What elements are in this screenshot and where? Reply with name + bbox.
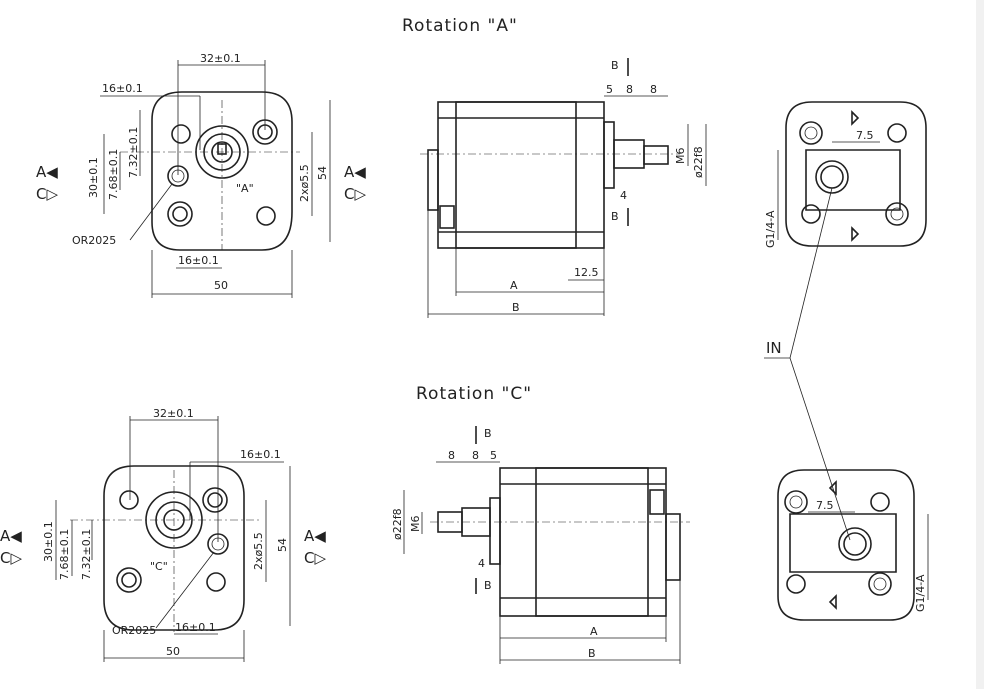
dim-768-a: 7.68±0.1 [107,149,120,200]
dim-12-5-a: 12.5 [574,266,599,279]
arrow-c-left-a: C▷ [36,185,58,203]
dim-holes-c: 2xø5.5 [252,532,265,570]
dim-732-c: 7.32±0.1 [80,529,93,580]
dim-16-top-a: 16±0.1 [102,82,143,95]
dim-30-a: 30±0.1 [87,157,100,198]
in-label: IN [766,339,782,357]
title-rotation-a: Rotation "A" [402,16,518,36]
dim-54-a: 54 [316,166,329,180]
arrow-c-right-a: C▷ [344,185,366,203]
dim-5-a: 5 [606,83,613,96]
dim-30-c: 30±0.1 [42,521,55,562]
dim-m6-c: M6 [409,516,422,533]
arrow-c-right-c: C▷ [304,549,326,567]
side-view-c: B B 8 8 5 ø22f8 M6 4 A B [391,426,690,664]
dim-8b-c: 8 [472,449,479,462]
rot-mark-c: "C" [150,560,168,573]
arrow-c-left-c: C▷ [0,549,22,567]
dim-shaft-a: ø22f8 [692,146,705,178]
arrow-a-right-a: A◀ [344,163,366,181]
dim-7-5-rear-c: 7.5 [816,499,834,512]
front-view-a: "A" 32±0.1 16±0.1 30±0.1 7.68±0.1 7.32±0… [36,52,366,298]
title-rotation-c: Rotation "C" [416,384,532,404]
dim-7-5-rear-a: 7.5 [856,129,874,142]
dim-32-a: 32±0.1 [200,52,241,65]
dim-16-bottom-c: 16±0.1 [175,621,216,634]
arrow-a-right-c: A◀ [304,527,326,545]
section-b-top-a: B [611,59,619,72]
front-view-c: "C" 32±0.1 16±0.1 30±0.1 7.68±0.1 7.32±0… [0,407,326,662]
dim-holes-a: 2xø5.5 [298,164,311,202]
section-b-top-c: B [484,427,492,440]
dim-shaft-c: ø22f8 [391,508,404,540]
section-b-bottom-c: B [484,579,492,592]
dim-50-c: 50 [166,645,180,658]
dim-8a-c: 8 [448,449,455,462]
dim-b-a: B [512,301,520,314]
side-view-a: B B 5 8 8 M6 ø22f8 4 12.5 A B [420,58,707,318]
arrow-a-left-c: A◀ [0,527,22,545]
oring-label-c: OR2025 [112,624,156,637]
arrow-a-left-a: A◀ [36,163,58,181]
rot-mark-a: "A" [236,182,254,195]
dim-16-bottom-a: 16±0.1 [178,254,219,267]
dim-8b-a: 8 [650,83,657,96]
dim-54-c: 54 [276,538,289,552]
rear-view-c: 7.5 G1/4-A [777,469,929,621]
dim-732-a: 7.32±0.1 [127,127,140,178]
dim-a-a: A [510,279,518,292]
port-label-rear-a: G1/4-A [764,210,777,248]
dim-768-c: 7.68±0.1 [58,529,71,580]
vertical-scrollbar[interactable] [976,0,984,689]
dim-4-c: 4 [478,557,485,570]
dim-b-c: B [588,647,596,660]
dim-50-a: 50 [214,279,228,292]
dim-m6-a: M6 [674,148,687,165]
section-b-bottom-a: B [611,210,619,223]
oring-label-a: OR2025 [72,234,116,247]
dim-32-c: 32±0.1 [153,407,194,420]
dim-16-top-c: 16±0.1 [240,448,281,461]
dim-a-c: A [590,625,598,638]
dim-8a-a: 8 [626,83,633,96]
dim-5-c: 5 [490,449,497,462]
dim-4-a: 4 [620,189,627,202]
rear-view-a: 7.5 G1/4-A [764,101,927,248]
port-label-rear-c: G1/4-A [914,574,927,612]
